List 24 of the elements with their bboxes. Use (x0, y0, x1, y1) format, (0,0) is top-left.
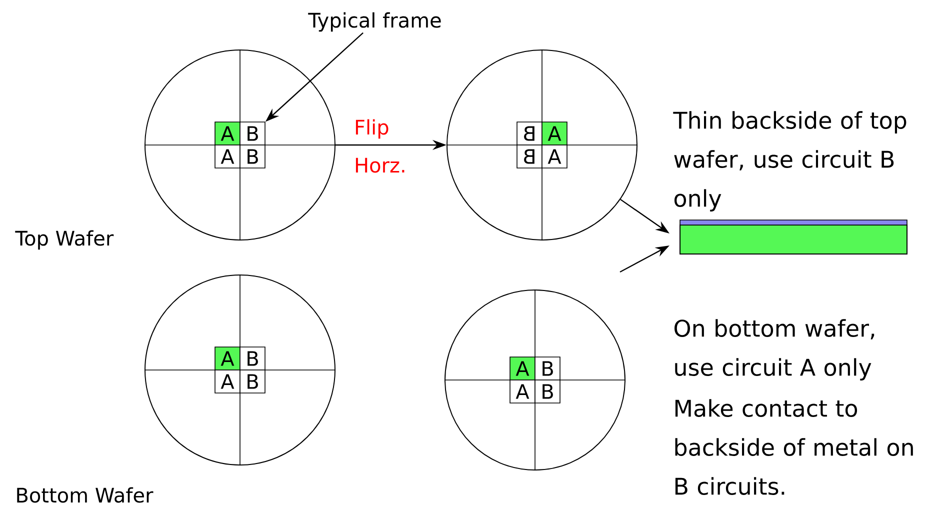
circuit-cell: B (240, 370, 266, 394)
circuit-cell: A (542, 122, 568, 146)
circuit-cell: A (214, 144, 240, 168)
callout-text: Typical frame (308, 12, 441, 32)
wafer-label: Bottom Wafer (17, 487, 154, 503)
circuit-cell: B (240, 122, 266, 146)
circuit-cell: A (214, 346, 240, 370)
circuit-cell: B (516, 144, 542, 168)
circuit-cell: B (240, 144, 266, 168)
circuit-cell: A (510, 356, 536, 380)
wafer-label: Top Wafer (15, 230, 114, 250)
circuit-cell: B (240, 346, 266, 370)
wafer-stack-drawing (680, 220, 908, 254)
circuit-cell: A (510, 380, 536, 404)
circuit-cell: A (542, 144, 568, 168)
note-text: Make contact to backside of metal on B circuits. (675, 399, 913, 495)
circuit-cell: B (534, 356, 560, 380)
circuit-cell: B (516, 122, 542, 146)
edge-label: Flip Horz. (356, 119, 404, 173)
circuit-cell: A (214, 122, 240, 146)
circuit-cell: B (534, 380, 560, 404)
circuit-cell: A (214, 370, 240, 394)
note-text: Thin backside of top wafer, use circuit B only (673, 111, 906, 212)
note-text: On bottom wafer, use circuit A only (674, 319, 874, 380)
